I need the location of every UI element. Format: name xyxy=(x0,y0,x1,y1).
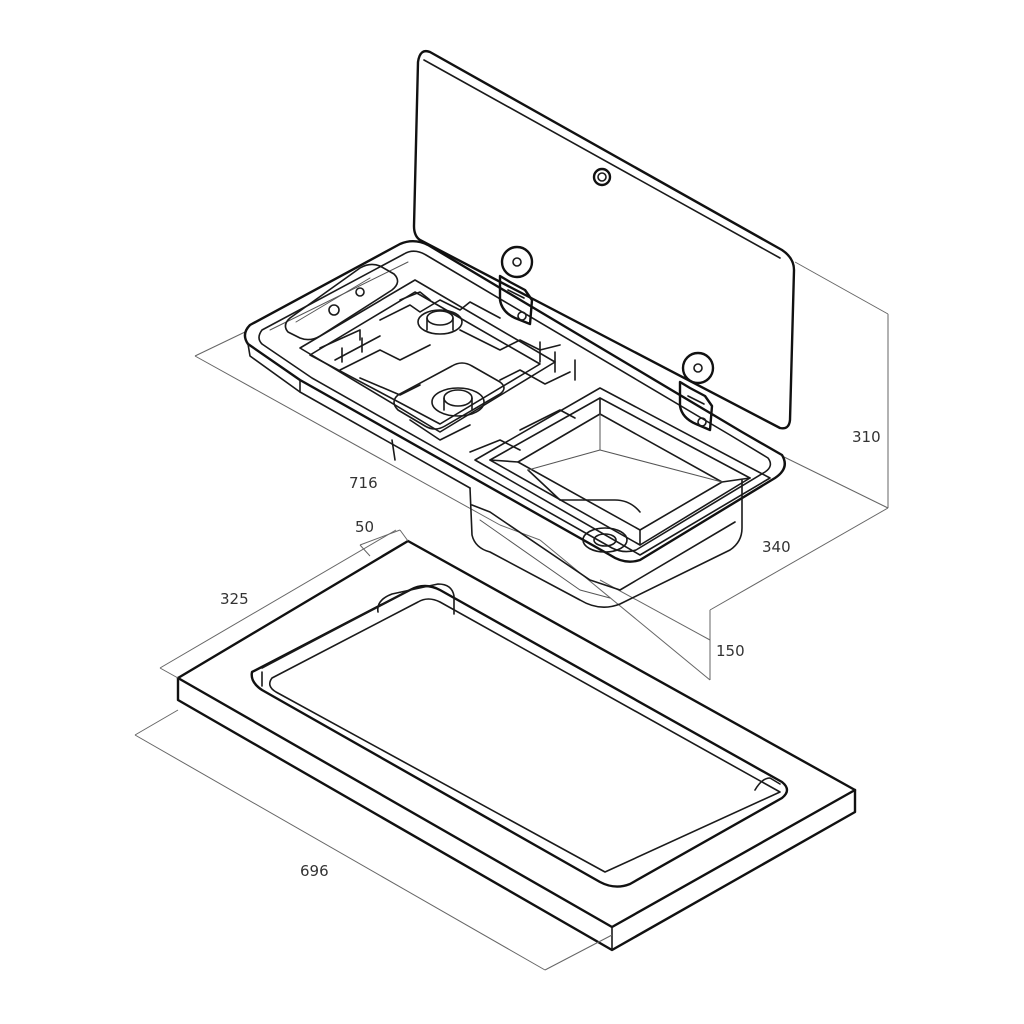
dimension-lines-frame xyxy=(134,529,613,971)
lid-handle-hole-icon xyxy=(592,167,612,187)
burner-front-icon xyxy=(417,309,463,335)
dim-label-696: 696 xyxy=(300,862,329,880)
dim-label-310: 310 xyxy=(852,428,881,446)
burner-rear-icon xyxy=(431,387,485,417)
utensil-recess xyxy=(284,263,399,341)
hinge-left-icon xyxy=(498,245,534,326)
glass-lid xyxy=(412,49,796,430)
drain-icon xyxy=(582,527,628,553)
dimension-labels: 310 716 340 150 50 325 696 xyxy=(220,428,881,880)
mounting-frame xyxy=(176,539,857,952)
dim-label-340: 340 xyxy=(762,538,791,556)
dim-label-716: 716 xyxy=(349,474,378,492)
pan-support-grid xyxy=(319,291,576,453)
dim-label-50: 50 xyxy=(355,518,374,536)
hinge-right-icon xyxy=(678,351,715,432)
sink-basin xyxy=(469,387,771,608)
sink-hob-unit xyxy=(243,240,786,608)
dim-label-150: 150 xyxy=(716,642,745,660)
hob-area xyxy=(299,279,576,453)
dim-label-325: 325 xyxy=(220,590,249,608)
